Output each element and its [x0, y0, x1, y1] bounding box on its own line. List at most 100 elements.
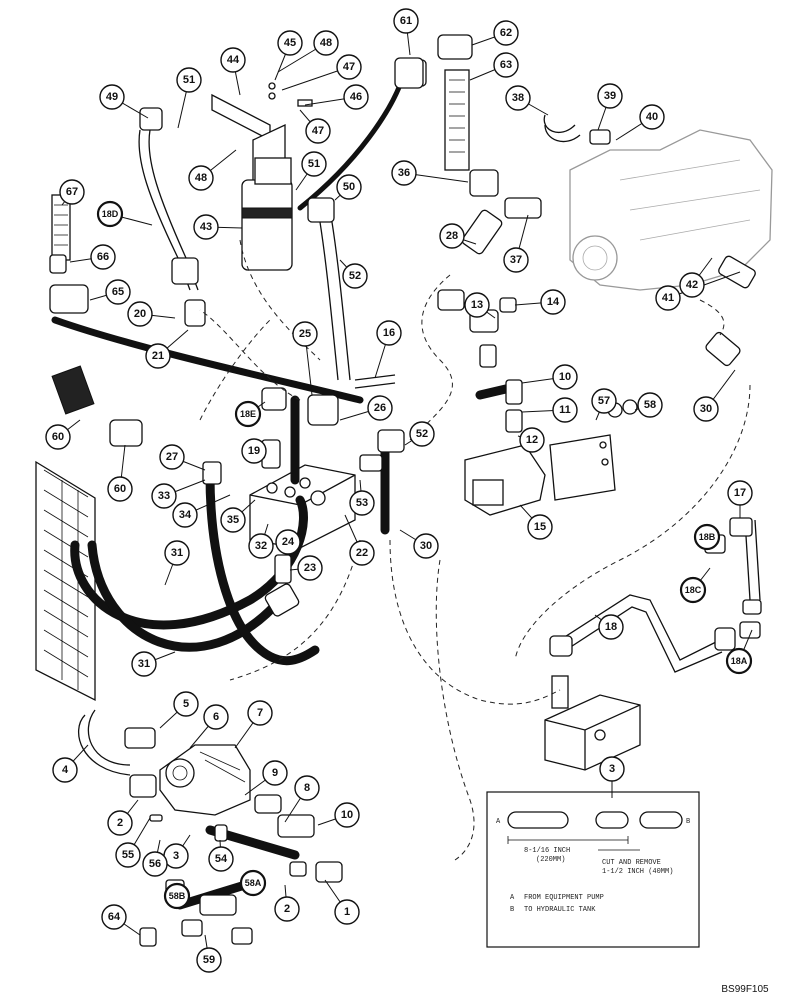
callout-30: 30 [693, 396, 719, 422]
inset-cut-note-1: CUT AND REMOVE [602, 859, 661, 867]
callout-25: 25 [292, 321, 318, 347]
callout-circle [176, 67, 202, 93]
callout-21: 21 [145, 343, 171, 369]
callout-number: 8 [304, 782, 310, 794]
callout-7: 7 [247, 700, 273, 726]
callout-58b: 58B [163, 882, 191, 910]
callout-circle [336, 54, 362, 80]
callout-number: 60 [114, 483, 126, 495]
callout-24: 24 [275, 529, 301, 555]
callout-number: 15 [534, 521, 546, 533]
callout-circle [145, 343, 171, 369]
callout-15: 15 [527, 514, 553, 540]
callout-circle [376, 320, 402, 346]
callout-number: 41 [662, 292, 674, 304]
callout-number: 53 [356, 497, 368, 509]
callout-circle [131, 651, 157, 677]
callout-circle [639, 104, 665, 130]
callout-64: 64 [101, 904, 127, 930]
callout-number: 18D [102, 209, 119, 219]
callout-35: 35 [220, 507, 246, 533]
callout-5: 5 [173, 691, 199, 717]
callout-circle [142, 851, 168, 877]
callout-circle [172, 502, 198, 528]
callout-number: 56 [149, 858, 161, 870]
callout-number: 19 [248, 445, 260, 457]
callout-number: 18A [731, 656, 748, 666]
callout-51: 51 [301, 151, 327, 177]
callout-54: 54 [208, 846, 234, 872]
callout-number: 64 [108, 911, 121, 923]
callout-19: 19 [241, 438, 267, 464]
callout-number: 67 [66, 186, 78, 198]
callout-number: 36 [398, 167, 410, 179]
callout-6: 6 [203, 704, 229, 730]
callout-49: 49 [99, 84, 125, 110]
filter-assembly [211, 82, 313, 271]
control-valve [464, 399, 638, 516]
callout-18c: 18C [679, 576, 707, 604]
callout-number: 35 [227, 514, 239, 526]
inset-cut-note-2: 1-1/2 INCH (40MM) [602, 868, 673, 876]
callout-43: 43 [193, 214, 219, 240]
callout-4: 4 [52, 757, 78, 783]
callout-circle [349, 540, 375, 566]
callout-circle [342, 263, 368, 289]
callout-circle [505, 85, 531, 111]
callout-circle [188, 165, 214, 191]
callout-circle [336, 174, 362, 200]
callout-circle [391, 160, 417, 186]
callout-circle [637, 392, 663, 418]
reference-code: BS99F105 [721, 984, 769, 995]
callout-47: 47 [336, 54, 362, 80]
callout-number: 47 [343, 61, 355, 73]
callout-23: 23 [297, 555, 323, 581]
callout-circle [239, 869, 267, 897]
callout-number: 4 [62, 764, 69, 776]
callout-number: 20 [134, 308, 146, 320]
callout-circle [277, 30, 303, 56]
callout-number: 23 [304, 562, 316, 574]
callout-number: 45 [284, 37, 296, 49]
callout-circle [234, 400, 262, 428]
callout-22: 22 [349, 540, 375, 566]
callout-42: 42 [679, 272, 705, 298]
callout-17: 17 [727, 480, 753, 506]
callout-circle [393, 8, 419, 34]
callout-circle [107, 476, 133, 502]
callout-circle [725, 647, 753, 675]
callout-number: 43 [200, 221, 212, 233]
callout-59: 59 [196, 947, 222, 973]
callout-47: 47 [305, 118, 331, 144]
callout-number: 21 [152, 350, 164, 362]
callout-circle [105, 279, 131, 305]
callout-circle [493, 52, 519, 78]
callout-circle [196, 947, 222, 973]
callout-circle [220, 47, 246, 73]
callout-2: 2 [274, 896, 300, 922]
callout-45: 45 [277, 30, 303, 56]
callout-63: 63 [493, 52, 519, 78]
callout-31: 31 [131, 651, 157, 677]
callout-number: 54 [215, 853, 228, 865]
callout-13: 13 [464, 292, 490, 318]
callout-circle [151, 483, 177, 509]
callout-circle [655, 285, 681, 311]
callout-number: 16 [383, 327, 395, 339]
callout-circle [503, 247, 529, 273]
callout-57: 57 [591, 388, 617, 414]
callout-27: 27 [159, 444, 185, 470]
callout-number: 6 [213, 711, 219, 723]
inset-dim-overall: 8-1/16 INCH [524, 847, 570, 855]
callout-number: 42 [686, 279, 698, 291]
callout-number: 48 [195, 172, 207, 184]
callout-9: 9 [262, 760, 288, 786]
callout-48: 48 [188, 165, 214, 191]
callout-number: 57 [598, 395, 610, 407]
callout-circle [464, 292, 490, 318]
callout-circle [262, 760, 288, 786]
callout-circle [59, 179, 85, 205]
callout-circle [274, 896, 300, 922]
callout-number: 59 [203, 954, 215, 966]
